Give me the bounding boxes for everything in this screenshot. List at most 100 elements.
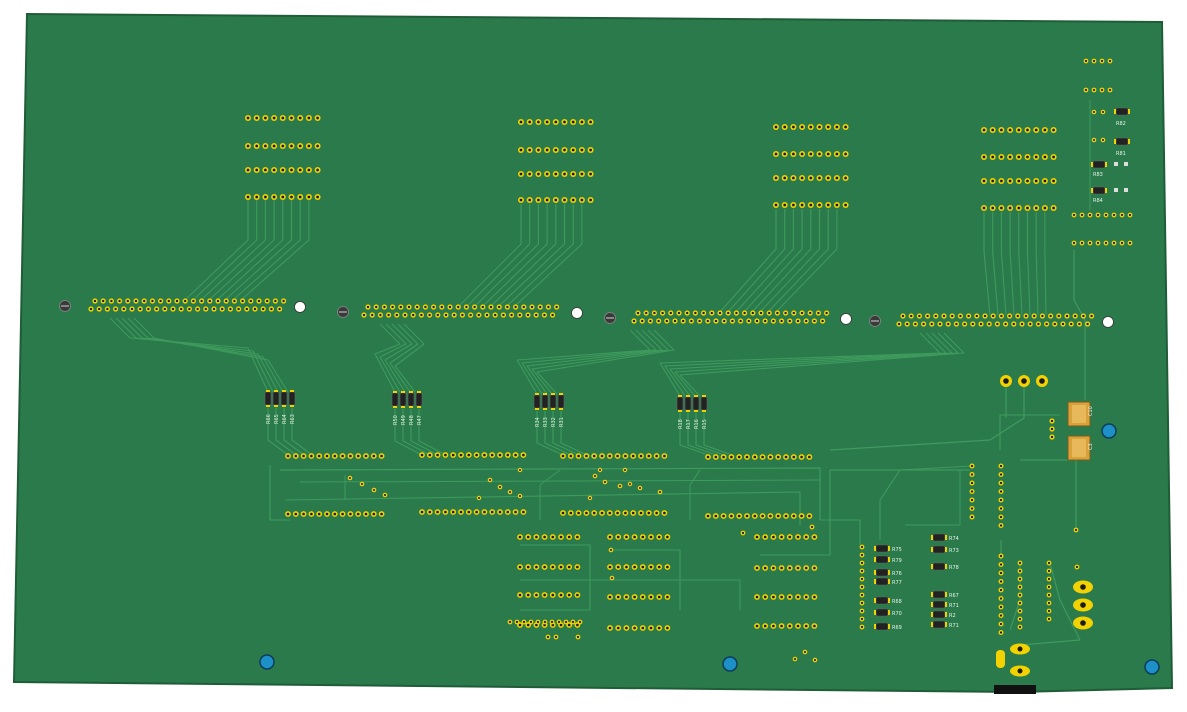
drill-hole	[372, 454, 376, 458]
drill-hole	[796, 319, 800, 323]
drill-hole	[761, 514, 764, 518]
drill-hole	[735, 311, 738, 315]
drill-hole	[1075, 565, 1079, 569]
drill-hole	[1004, 322, 1007, 326]
drill-hole	[653, 311, 656, 315]
copper-trace	[184, 200, 249, 301]
drill-hole	[625, 626, 628, 630]
drill-hole	[281, 144, 285, 148]
drill-hole	[774, 176, 778, 180]
drill-hole	[93, 299, 97, 303]
drill-hole	[1000, 206, 1003, 210]
copper-trace	[394, 323, 425, 393]
drill-hole	[1050, 435, 1054, 439]
drill-hole	[522, 620, 526, 624]
capacitor-top	[1072, 405, 1086, 423]
drill-hole	[578, 620, 582, 624]
drill-hole	[362, 313, 366, 317]
drill-hole	[467, 453, 471, 457]
resistor	[541, 394, 549, 409]
resistor-lead	[678, 410, 682, 412]
drill-hole	[825, 311, 828, 315]
resistor	[875, 608, 889, 617]
copper-trace	[279, 467, 821, 520]
drill-hole	[229, 307, 232, 311]
drill-hole	[246, 168, 250, 172]
drill-hole	[804, 566, 808, 570]
drill-hole	[559, 593, 563, 597]
copper-trace	[418, 409, 447, 456]
drill-hole	[380, 512, 383, 516]
drill-hole	[554, 148, 558, 152]
resistor	[391, 392, 399, 407]
drill-hole	[826, 125, 830, 129]
drill-hole	[673, 319, 677, 323]
drill-hole	[102, 299, 105, 303]
drill-hole	[999, 515, 1003, 519]
drill-hole	[589, 497, 591, 499]
drill-hole	[727, 311, 730, 315]
resistor-lead	[931, 602, 933, 607]
drill-hole	[475, 453, 478, 457]
drill-hole	[364, 512, 368, 516]
resistor	[700, 396, 708, 411]
drill-hole	[529, 620, 533, 624]
drill-hole	[860, 577, 864, 581]
drill-hole	[599, 469, 601, 471]
drill-hole	[942, 314, 946, 318]
drill-hole	[1045, 322, 1048, 326]
drill-hole	[999, 524, 1003, 527]
drill-hole	[241, 299, 244, 303]
drill-hole	[694, 311, 697, 315]
drill-hole	[821, 319, 824, 323]
silkscreen-label: R2	[949, 613, 956, 619]
drill-hole	[914, 322, 917, 326]
trimmer-hole	[1039, 378, 1045, 384]
drill-hole	[490, 510, 494, 514]
drill-hole	[999, 571, 1003, 575]
resistor-lead	[1105, 162, 1107, 167]
resistor-lead	[543, 393, 547, 395]
resistor-lead	[874, 546, 876, 551]
drill-hole	[618, 484, 622, 488]
resistor-lead	[874, 570, 876, 575]
drill-hole	[580, 148, 584, 152]
drill-hole	[580, 172, 584, 176]
drill-hole	[669, 311, 672, 315]
drill-hole	[772, 319, 775, 323]
drill-hole	[737, 514, 741, 518]
resistor	[932, 545, 946, 554]
drill-hole	[519, 120, 523, 124]
drill-hole	[970, 481, 974, 485]
drill-hole	[649, 319, 652, 323]
drill-hole	[983, 314, 987, 318]
drill-hole	[970, 498, 974, 502]
resistor	[415, 392, 423, 407]
drill-hole	[569, 511, 573, 515]
resistor-lead	[888, 546, 890, 551]
drill-hole	[722, 455, 725, 459]
drill-hole	[906, 322, 909, 326]
drill-hole	[1080, 213, 1084, 217]
copper-trace	[402, 409, 431, 456]
drill-hole	[763, 566, 767, 570]
drill-hole	[761, 455, 764, 459]
drill-hole	[317, 512, 321, 516]
drill-hole	[1049, 314, 1052, 318]
smd-pad	[1114, 188, 1118, 192]
drill-hole	[580, 120, 584, 124]
drill-hole	[272, 144, 276, 148]
resistor	[1115, 137, 1129, 146]
drill-hole	[826, 176, 830, 180]
drill-hole	[970, 490, 974, 493]
drill-hole	[1052, 128, 1055, 132]
drill-hole	[975, 314, 978, 318]
drill-hole	[559, 565, 563, 569]
drill-hole	[999, 588, 1003, 592]
drill-hole	[564, 620, 568, 624]
drill-hole	[947, 322, 950, 326]
drill-hole	[1047, 609, 1051, 613]
drill-hole	[967, 314, 970, 318]
drill-hole	[792, 176, 795, 180]
copper-trace	[200, 200, 266, 301]
